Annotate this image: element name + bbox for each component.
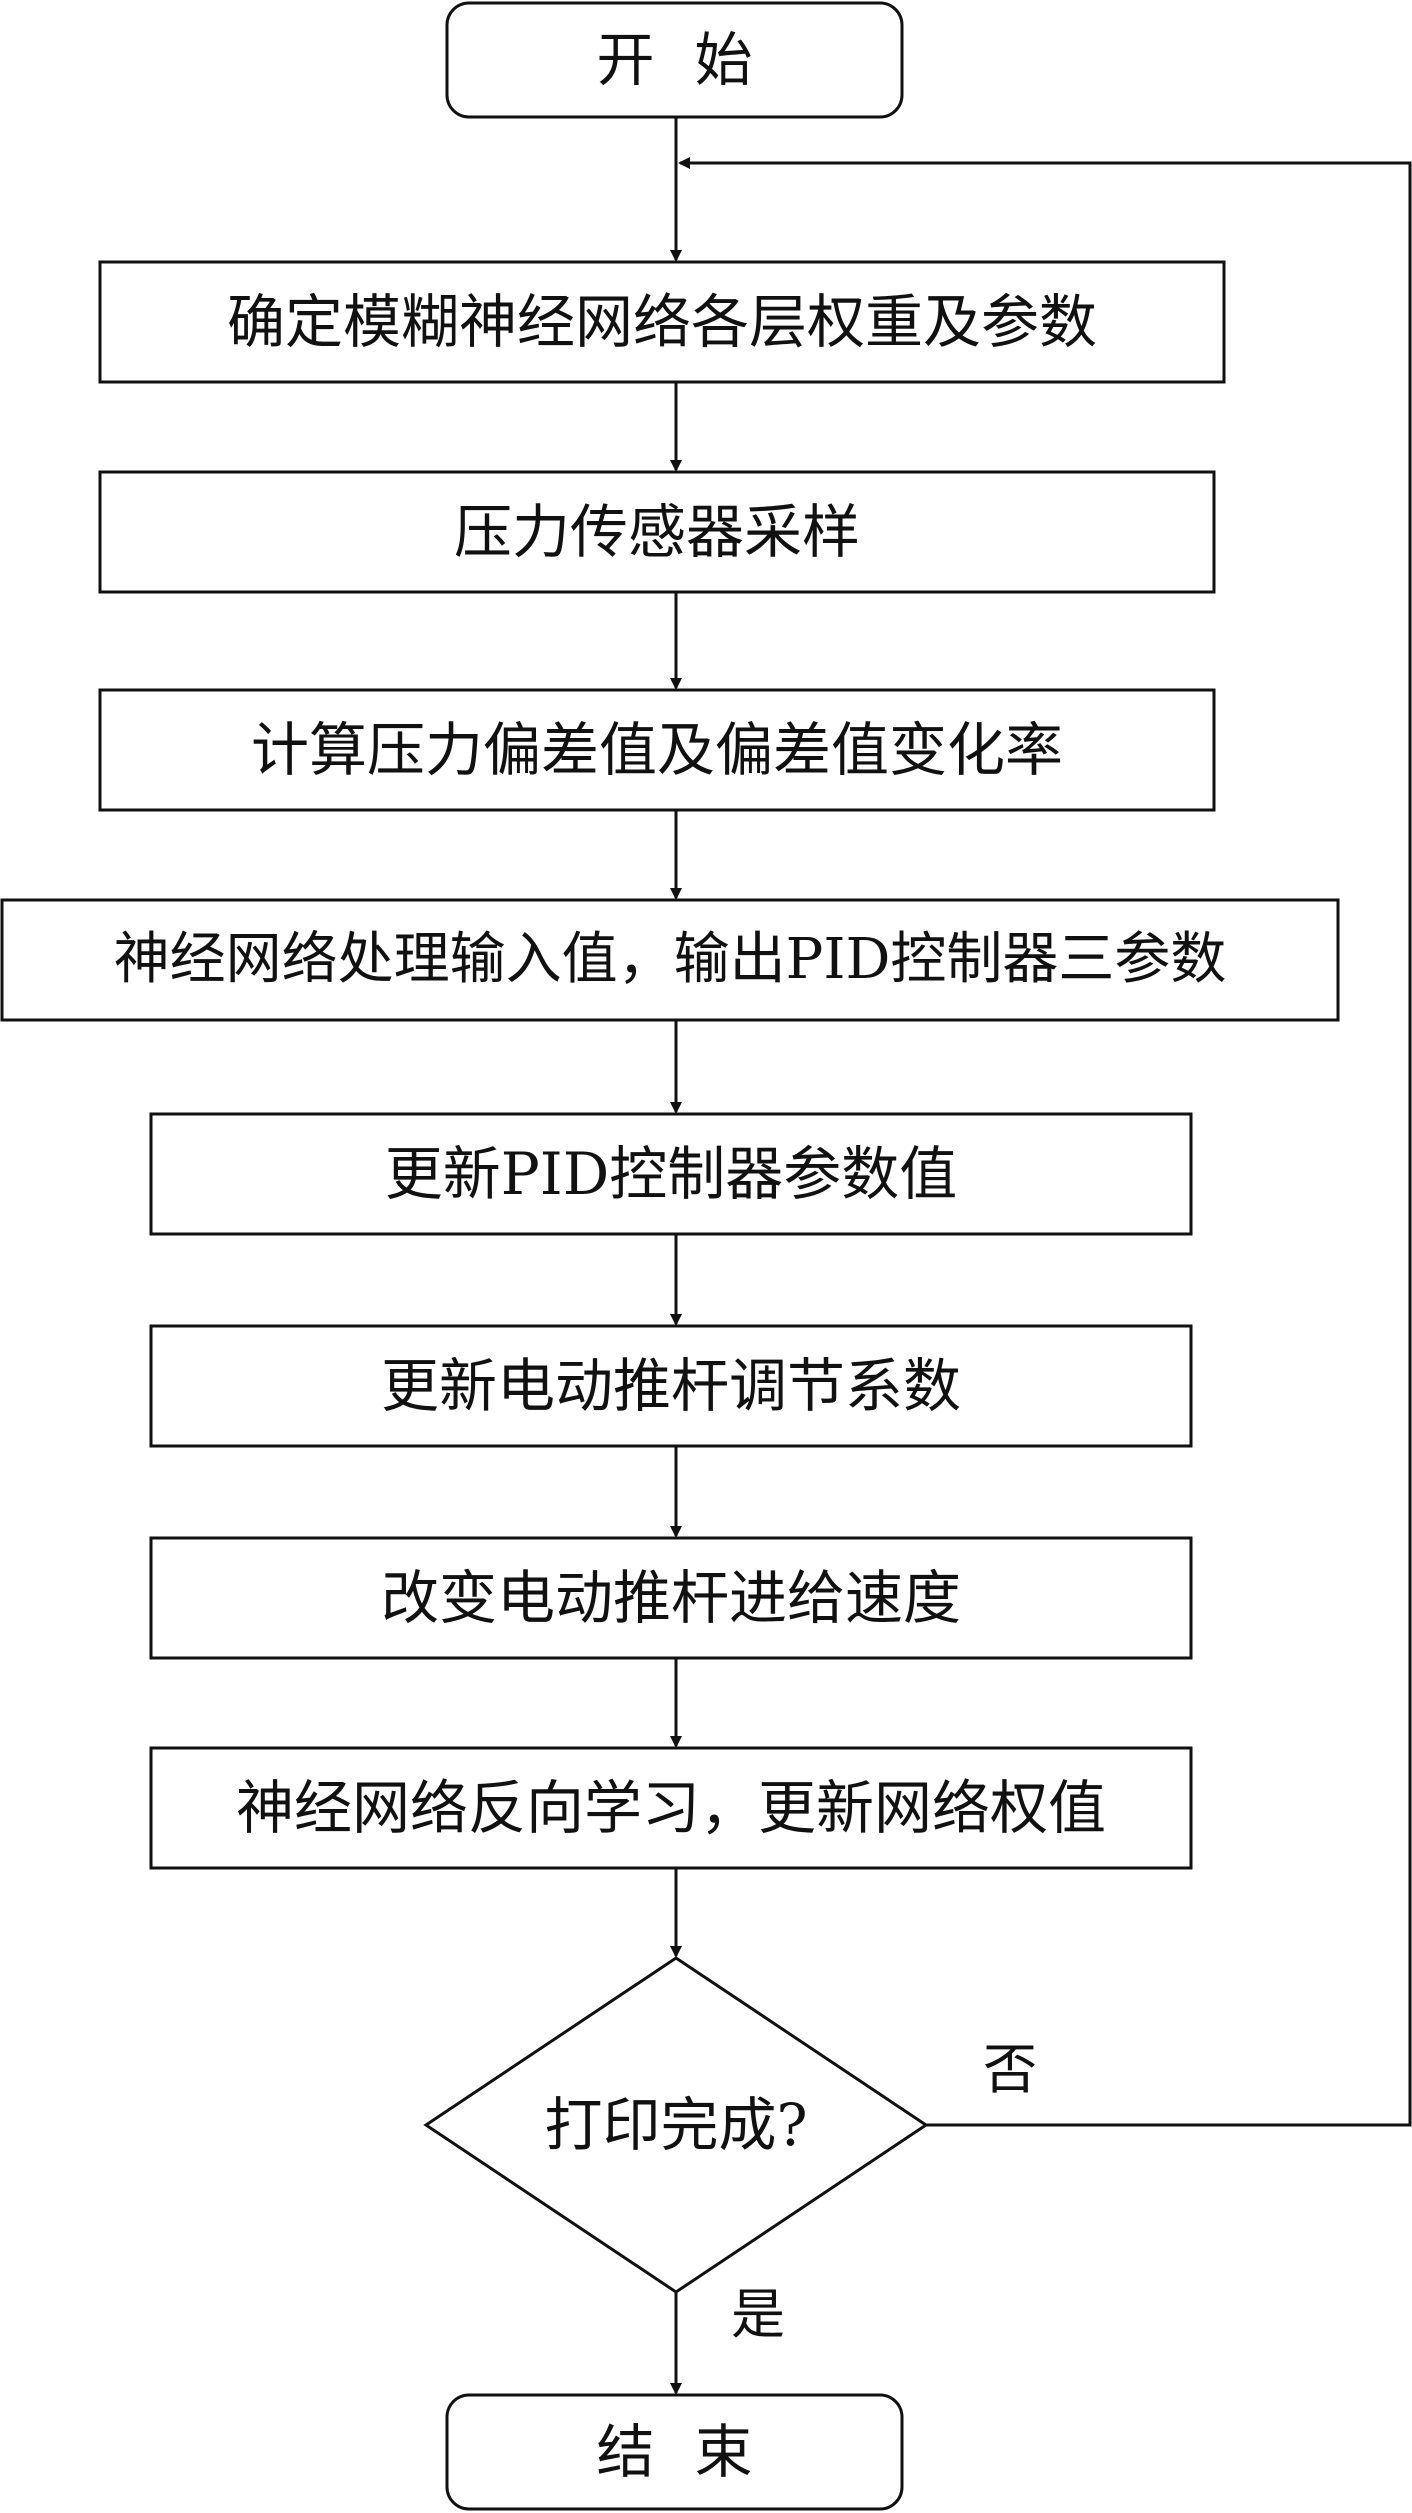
no-branch-label: 否 (983, 2038, 1037, 2101)
step-8-label: 神经网络反向学习，更新网络权值 (235, 1774, 1106, 1842)
step-6-label: 更新电动推杆调节系数 (380, 1352, 961, 1420)
step-5-box (149, 1112, 1193, 1236)
start-label: 开始 (596, 26, 793, 94)
step-2-label: 压力传感器采样 (453, 498, 860, 566)
step-3-label: 计算压力偏差值及偏差值变化率 (250, 716, 1063, 784)
step-1-box (98, 260, 1226, 384)
end-label: 结束 (596, 2418, 793, 2486)
end-terminal (445, 2393, 904, 2511)
yes-branch-label: 是 (731, 2283, 785, 2346)
step-8-box (149, 1746, 1193, 1870)
decision-label: 打印完成? (544, 2091, 808, 2159)
step-2-box (98, 470, 1216, 594)
step-4-label: 神经网络处理输入值，输出PID控制器三参数 (113, 927, 1227, 992)
arrow-decision-no-loop (678, 157, 1412, 2127)
step-5-label: 更新PID控制器参数值 (384, 1140, 958, 1208)
step-4-box (0, 898, 1340, 1022)
step-1-label: 确定模糊神经网络各层权重及参数 (226, 288, 1097, 356)
step-6-box (149, 1324, 1193, 1448)
step-7-box (149, 1536, 1193, 1660)
step-7-label: 改变电动推杆进给速度 (380, 1564, 961, 1632)
step-3-box (98, 688, 1216, 812)
